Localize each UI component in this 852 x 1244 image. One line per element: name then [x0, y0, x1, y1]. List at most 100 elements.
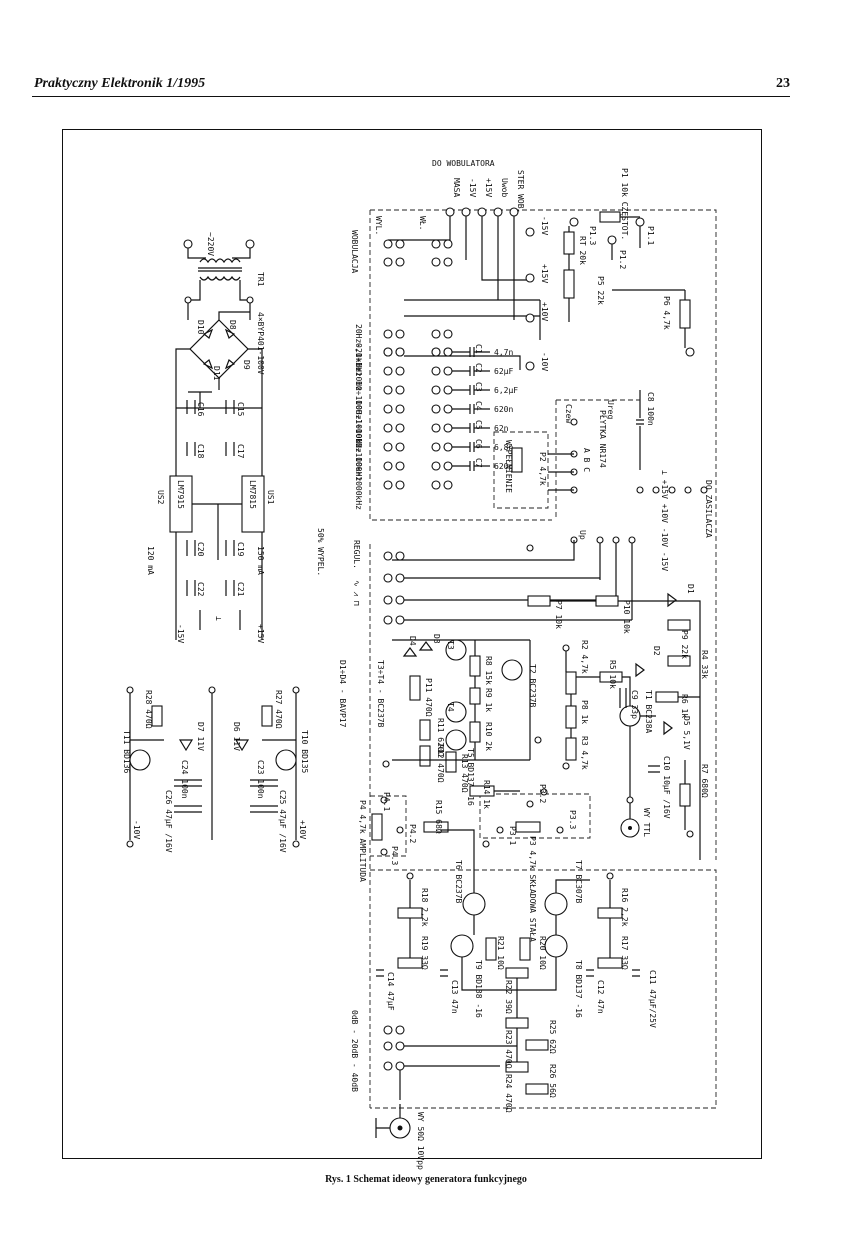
t8-label: T8 BD137 -16: [574, 960, 583, 1018]
r21-label: R21 10Ω: [496, 936, 505, 970]
resistor-r21: [485, 937, 497, 961]
resistor-r15: [423, 821, 449, 833]
caps-c9-c10: [619, 688, 660, 773]
resistor-r13: [445, 751, 457, 773]
range-cap-name: C1: [474, 344, 483, 354]
p1-3-label: P1.3: [588, 226, 597, 245]
c24-label: C24 100n: [180, 760, 189, 799]
t7-label: T7 BC307B: [574, 860, 583, 904]
resistor-r20: [519, 937, 531, 961]
pot-p2: [511, 447, 523, 473]
output-label: WY 50Ω 10Vpp: [416, 1112, 425, 1170]
term-p10-p6: [685, 347, 695, 357]
p4-2-label: P4.2: [408, 824, 417, 843]
r27-label: R27 470Ω: [274, 690, 283, 729]
ttl-section: P7 10k P10 10k P9 22k R4 33k R2 4,7k P8 …: [527, 584, 709, 860]
wave-switch-contacts: [383, 551, 405, 625]
diodes-d3-d4: [402, 641, 434, 657]
mains-terminal-1: [183, 239, 193, 249]
aux-out-pos-label: +10V: [298, 820, 307, 839]
range-label: 100÷1000Hz: [354, 400, 363, 448]
header-rule: [32, 96, 790, 97]
diode-d9-label: D9: [242, 360, 251, 370]
pot-p11: [409, 675, 421, 701]
resistor-r10: [469, 721, 481, 743]
range-switch-contact: [431, 442, 441, 452]
range-label: 1÷10Hz: [354, 362, 363, 391]
range-switch-contact: [383, 480, 393, 490]
p1-1-label: P1.1: [646, 226, 655, 245]
resistor-r19: [397, 957, 423, 969]
sup-p15: [652, 486, 660, 494]
resistor-r17: [597, 957, 623, 969]
transistor-t2: [501, 659, 523, 681]
d4-label: D4: [408, 636, 417, 646]
ttl-output-center: [628, 826, 632, 830]
wob-wyl-label: WYL.: [374, 216, 383, 235]
range-capacitor: [452, 423, 490, 433]
range-cap-name: C3: [474, 382, 483, 392]
r4-label: R4 33k: [700, 650, 709, 679]
cap-c17-label: C17: [236, 444, 245, 459]
range-switch-contact: [383, 442, 393, 452]
wob-wires: [388, 216, 528, 320]
pin-tri: [612, 536, 620, 544]
p1-terminal-2: [607, 235, 617, 245]
range-label: 10÷100Hz: [354, 381, 363, 420]
sup-m10: [684, 486, 692, 494]
resistor-r7: [679, 783, 691, 807]
p7-label: P7 10k: [554, 600, 563, 629]
switch-bank: [383, 239, 453, 357]
transistor-t10: [275, 749, 297, 771]
pins-label: A B C: [582, 448, 591, 472]
wypel-label: 50% WYPEL.: [316, 528, 325, 576]
cap-c17-c18: [186, 442, 235, 456]
output-border: [370, 869, 717, 1109]
p3-label: P3 4,7k SKŁADOWA STAŁA: [528, 836, 537, 942]
r13-label: R13 470Ω: [460, 754, 469, 793]
us2-label: US2: [156, 490, 165, 505]
range-label: 1÷10kHz: [354, 419, 363, 453]
aux-out-neg: [126, 840, 134, 848]
d2-label: D2: [652, 646, 661, 656]
ttl-wires: [550, 600, 701, 860]
wob-m15-label: -15V: [468, 178, 477, 197]
r25-label: R25 62Ω: [548, 1020, 557, 1054]
board-wires: [392, 453, 633, 620]
term-p10-label: +10V: [540, 302, 549, 321]
sup-p10: [668, 486, 676, 494]
term-p10-ttl: [562, 762, 570, 770]
wob-wl-label: WŁ.: [418, 216, 427, 230]
range-switch-contact: [383, 461, 393, 471]
transistor-t11: [129, 749, 151, 771]
range-switch-contact: [443, 461, 453, 471]
r2-label: R2 4,7k: [580, 640, 589, 674]
r14-label: R14 1k: [482, 780, 491, 809]
range-cap-value: 620p: [494, 462, 513, 471]
wy-ttl-label: WY TTL: [642, 808, 651, 837]
output-jack-center: [397, 1125, 403, 1131]
r24-label: R24 470Ω: [504, 1074, 513, 1113]
r26-label: R26 56Ω: [548, 1064, 557, 1098]
power-supply: ~220V TR1 D8 D9 D10 D11 4×BYP401-100V C1…: [146, 232, 275, 643]
term-p15-shaper: [534, 736, 542, 744]
p1-2-label: P1.2: [618, 250, 627, 269]
aux-supply: T10 BD135 T11 BD136 R27 470Ω R28 470Ω D6…: [122, 686, 309, 853]
resistor-r23: [505, 1017, 529, 1029]
pot-p7: [527, 595, 551, 607]
shaper-wires: [392, 639, 531, 761]
resistor-r18: [397, 907, 423, 919]
resistor-r28: [151, 705, 163, 727]
t11-label: T11 BD136: [122, 730, 131, 774]
range-switch-contact: [443, 442, 453, 452]
wobulator-title: DO WOBULATORA: [432, 159, 495, 168]
range-switch-contact: [431, 404, 441, 414]
secondary-wire: [187, 280, 251, 320]
output-wires: [399, 790, 611, 1100]
c11-label: C11 47μF/25V: [648, 970, 657, 1028]
